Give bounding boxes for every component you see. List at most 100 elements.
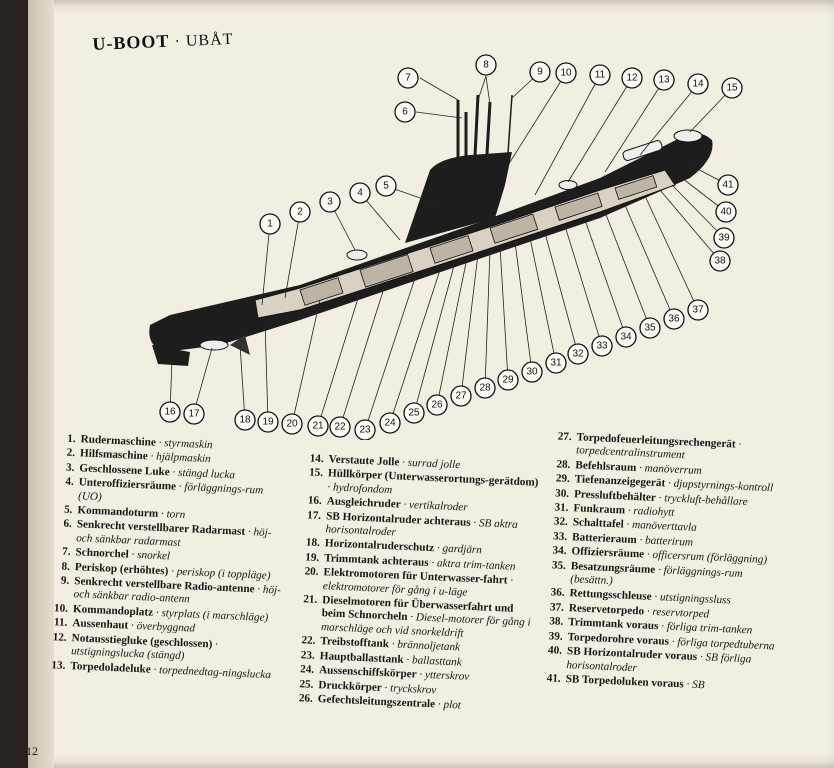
term-swedish: · manöverttavla <box>626 519 697 535</box>
svg-text:17: 17 <box>188 409 200 420</box>
callout-39: 39 <box>713 227 735 249</box>
entry-number: 36. <box>550 586 565 600</box>
callout-32: 32 <box>567 343 589 365</box>
term-german: Kommandoturm <box>77 504 159 520</box>
callout-35: 35 <box>639 317 661 339</box>
entry-number: 20. <box>304 565 319 579</box>
entry-number: 24. <box>299 663 315 676</box>
entry-number: 14. <box>309 452 324 466</box>
term-german: Rettungsschleuse <box>569 587 652 604</box>
svg-text:12: 12 <box>626 73 638 84</box>
term-swedish: · ballasttank <box>406 653 462 669</box>
entry-number: 23. <box>300 648 316 662</box>
svg-text:32: 32 <box>572 349 584 360</box>
svg-text:35: 35 <box>644 323 656 334</box>
term-german: Funkraum <box>573 502 626 517</box>
hatch <box>558 180 578 190</box>
entry-number: 5. <box>63 503 73 517</box>
entry-number: 27. <box>557 430 572 444</box>
svg-text:36: 36 <box>668 314 680 325</box>
callout-30: 30 <box>521 361 543 383</box>
term-german: Schnorchel <box>75 546 130 561</box>
svg-text:27: 27 <box>455 391 467 402</box>
svg-text:29: 29 <box>502 375 514 386</box>
callout-labels: 1 2 3 4 5 6 7 8 9 10 11 12 13 14 15 16 1… <box>159 54 743 440</box>
callout-41: 41 <box>717 174 739 196</box>
term-swedish: · brännoljetank <box>391 638 461 654</box>
svg-text:39: 39 <box>718 233 730 244</box>
entry-number: 17. <box>306 509 322 522</box>
callout-16: 16 <box>159 401 181 423</box>
svg-text:14: 14 <box>692 79 704 90</box>
svg-text:20: 20 <box>286 419 298 430</box>
term-swedish: · snorkel <box>131 548 171 563</box>
term-swedish: · manöverrum <box>638 461 703 477</box>
term-german: Hilfsmaschine <box>79 447 148 463</box>
page-edge <box>28 0 54 768</box>
entry-number: 3. <box>65 461 75 474</box>
term-swedish: · batterirum <box>639 534 694 549</box>
callout-31: 31 <box>545 352 567 374</box>
term-german: Offiziersräume <box>571 545 645 561</box>
svg-text:13: 13 <box>658 75 670 86</box>
svg-text:9: 9 <box>537 67 543 78</box>
submarine-hull <box>149 133 713 352</box>
entry-number: 19. <box>304 551 320 564</box>
entry-number: 26. <box>298 692 314 705</box>
svg-text:30: 30 <box>526 367 538 378</box>
term-swedish: · stängd lucka <box>172 466 236 482</box>
term-swedish: · reservtorped <box>646 605 710 621</box>
svg-text:33: 33 <box>596 341 608 352</box>
entry-number: 33. <box>552 530 568 543</box>
entry-number: 37. <box>549 601 565 614</box>
entry-number: 29. <box>555 472 571 486</box>
term-swedish: · tryckskrov <box>384 681 437 696</box>
callout-21: 21 <box>307 415 329 437</box>
entry-number: 22. <box>301 634 316 648</box>
svg-text:26: 26 <box>431 400 443 411</box>
svg-text:15: 15 <box>726 83 738 94</box>
rudder-guard <box>199 339 229 351</box>
entry-number: 21. <box>303 593 318 606</box>
page-number: 12 <box>26 744 38 758</box>
term-swedish: · plot <box>437 698 462 712</box>
term-german: Torpedoladeluke <box>70 659 152 676</box>
callout-6: 6 <box>394 101 416 123</box>
svg-text:37: 37 <box>692 305 704 316</box>
callout-40: 40 <box>715 201 737 223</box>
svg-text:2: 2 <box>297 207 303 218</box>
callout-5: 5 <box>375 175 397 197</box>
svg-text:34: 34 <box>620 332 632 343</box>
svg-text:11: 11 <box>595 70 606 81</box>
term-german: Kommandoplatz <box>72 603 154 619</box>
entry-number: 2. <box>66 447 76 460</box>
svg-text:6: 6 <box>402 107 408 118</box>
term-swedish: · vertikalroder <box>403 498 468 514</box>
svg-text:24: 24 <box>384 418 396 429</box>
callout-24: 24 <box>379 412 401 434</box>
term-swedish: · ytterskrov <box>419 668 470 683</box>
term-german: Reservetorpedo <box>568 602 645 618</box>
term-german: Hauptballasttank <box>319 649 404 666</box>
term-swedish: · SB <box>686 678 705 692</box>
submarine-diagram: 1 2 3 4 5 6 7 8 9 10 11 12 13 14 15 16 1… <box>149 54 743 440</box>
term-german: Batterieraum <box>571 531 637 546</box>
entry-number: 1. <box>67 432 76 446</box>
callout-25: 25 <box>403 402 425 424</box>
callout-18: 18 <box>234 409 256 431</box>
callout-4: 4 <box>349 182 371 204</box>
legend-column-3: 27.Torpedofeuerleitungsrechengerät · tor… <box>536 430 792 697</box>
callout-15: 15 <box>721 77 743 99</box>
term-german: Druckkörper <box>318 678 383 694</box>
svg-text:25: 25 <box>408 408 420 419</box>
callout-23: 23 <box>354 419 376 440</box>
svg-text:8: 8 <box>483 60 489 71</box>
callout-34: 34 <box>615 326 637 348</box>
callout-26: 26 <box>426 394 448 416</box>
entry-number: 34. <box>552 544 567 558</box>
term-swedish: · hjälpmaskin <box>150 450 212 466</box>
term-german: Treibstofftank <box>320 635 390 651</box>
svg-text:22: 22 <box>334 422 346 433</box>
callout-36: 36 <box>663 308 685 330</box>
